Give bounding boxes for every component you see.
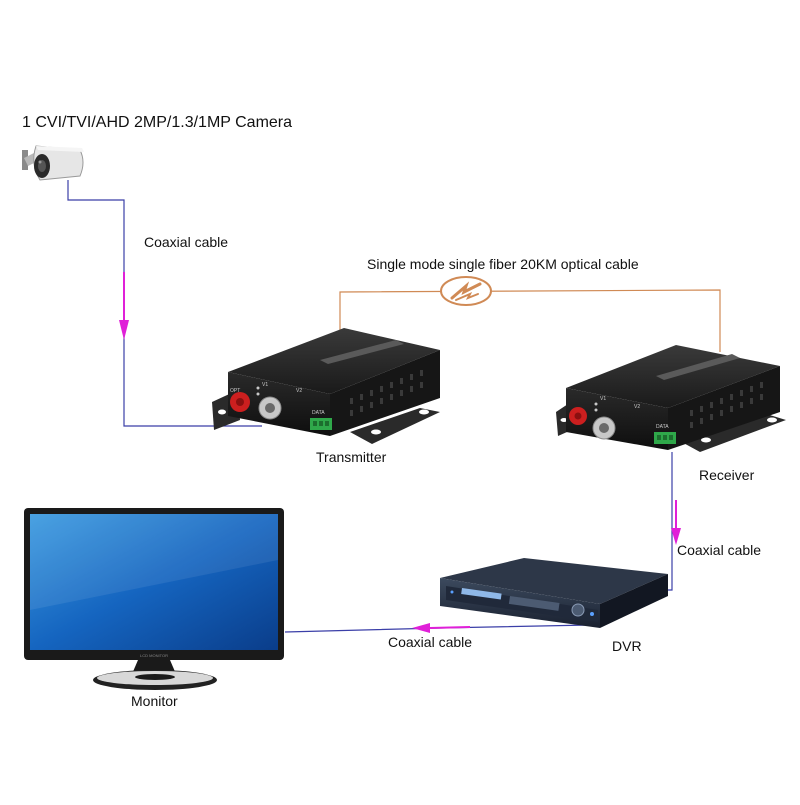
arrow-down-icon [119, 320, 129, 340]
camera-icon [22, 145, 84, 181]
transmitter-icon [212, 328, 440, 444]
receiver-port-v1: V1 [600, 396, 606, 402]
receiver-port-v2: V2 [634, 404, 640, 410]
monitor-brand: LCD MONITOR [140, 653, 168, 658]
fiber-link-icon [440, 276, 492, 306]
receiver-label: Receiver [699, 467, 755, 483]
fiber-label: Single mode single fiber 20KM optical ca… [367, 256, 639, 272]
transmitter-port-v2: V2 [296, 388, 302, 394]
transmitter-port-data: DATA [312, 410, 325, 416]
coax-label-monitor: Coaxial cable [388, 634, 473, 650]
arrow-left-icon [412, 623, 430, 633]
arrow-down-icon [671, 528, 681, 545]
dvr-icon [440, 558, 668, 628]
monitor-label: Monitor [131, 693, 178, 709]
coax-line-camera-transmitter [67, 180, 262, 427]
transmitter-label: Transmitter [316, 449, 387, 465]
coax-line-receiver-dvr [660, 452, 673, 591]
receiver-icon [556, 345, 786, 452]
monitor-icon [24, 508, 284, 690]
fiber-line [339, 289, 721, 352]
transmitter-port-opt: OPT [230, 388, 240, 394]
coax-label-camera: Coaxial cable [144, 234, 229, 250]
camera-title: 1 CVI/TVI/AHD 2MP/1.3/1MP Camera [22, 114, 293, 131]
receiver-port-data: DATA [656, 424, 669, 430]
dvr-label: DVR [612, 638, 642, 654]
transmitter-port-v1: V1 [262, 382, 268, 388]
arrow-shaft [429, 626, 471, 629]
coax-label-receiver: Coaxial cable [677, 542, 762, 558]
